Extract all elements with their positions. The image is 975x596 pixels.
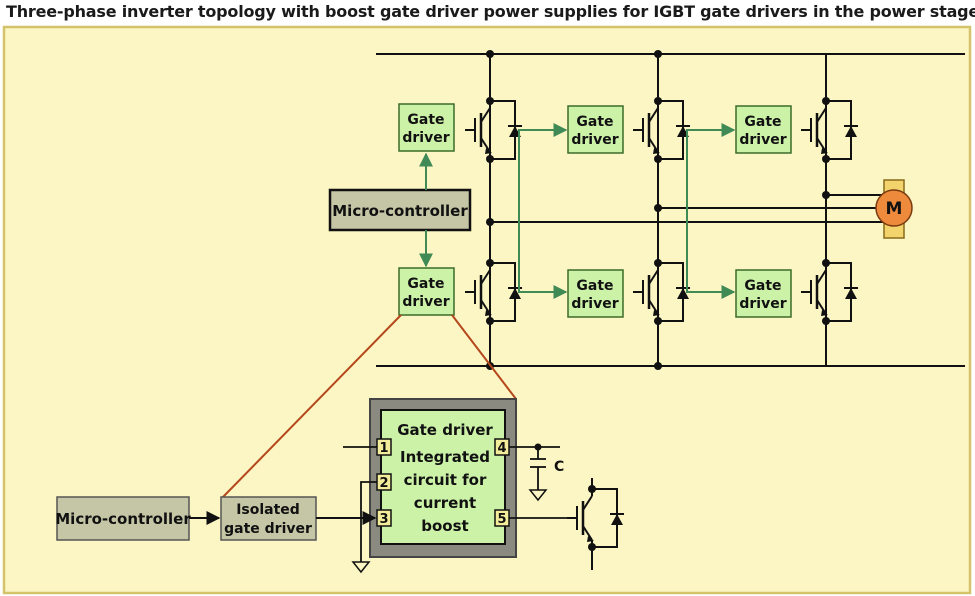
ic-pin-2: 2 <box>376 473 392 491</box>
gate-driver-label: Gate <box>744 114 781 130</box>
capacitor-label: C <box>554 459 564 475</box>
micro-controller-isolated: Micro-controller <box>55 496 191 541</box>
micro-controller-label: Micro-controller <box>55 510 191 528</box>
gate-driver-label: Gate <box>407 276 444 292</box>
gate-driver-upper-2: Gate driver <box>567 105 624 154</box>
ic-pin-5: 5 <box>494 509 510 527</box>
motor: M <box>875 179 913 239</box>
gate-driver-label: driver <box>571 296 618 312</box>
gate-driver-lower-1: Gate driver <box>398 267 455 316</box>
gate-driver-lower-3: Gate driver <box>735 269 792 318</box>
ic-desc: circuit for <box>404 471 487 489</box>
gate-driver-label: driver <box>402 294 449 310</box>
gate-driver-upper-3: Gate driver <box>735 105 792 154</box>
gate-driver-label: driver <box>402 130 449 146</box>
gate-driver-label: Gate <box>576 278 613 294</box>
phase-output-wires <box>486 191 890 226</box>
ic-title: Gate driver <box>397 421 493 439</box>
ground-symbol <box>351 489 548 574</box>
gate-driver-label: Gate <box>576 114 613 130</box>
ic-desc: Integrated <box>400 448 490 466</box>
gate-driver-label: driver <box>571 132 618 148</box>
isolated-gate-driver-label: gate driver <box>224 521 312 537</box>
isolated-gate-driver: Isolated gate driver <box>220 496 317 541</box>
svg-text:3: 3 <box>379 512 388 527</box>
boost-gate-driver-ic: Gate driver Integrated circuit for curre… <box>369 398 517 558</box>
zoom-lines <box>221 314 517 499</box>
gate-driver-label: driver <box>739 132 786 148</box>
svg-text:5: 5 <box>497 512 506 527</box>
ic-pin-1: 1 <box>376 438 392 456</box>
diagram-title: Three-phase inverter topology with boost… <box>6 2 975 21</box>
svg-text:4: 4 <box>497 441 506 456</box>
gate-driver-lower-2: Gate driver <box>567 269 624 318</box>
ic-pin-3: 3 <box>376 509 392 527</box>
isolated-gate-driver-label: Isolated <box>236 502 300 518</box>
motor-label: M <box>886 199 903 219</box>
svg-text:2: 2 <box>379 476 388 491</box>
ic-pin-4: 4 <box>494 438 510 456</box>
svg-text:1: 1 <box>379 441 388 456</box>
gate-driver-label: Gate <box>407 112 444 128</box>
micro-controller-main: Micro-controller <box>328 188 472 232</box>
ic-desc: boost <box>421 517 468 535</box>
control-signal-arrows <box>419 123 736 299</box>
gate-driver-label: driver <box>739 296 786 312</box>
gate-driver-label: Gate <box>744 278 781 294</box>
gate-driver-upper-1: Gate driver <box>398 103 455 152</box>
ic-desc: current <box>414 494 476 512</box>
micro-controller-label: Micro-controller <box>332 202 468 220</box>
